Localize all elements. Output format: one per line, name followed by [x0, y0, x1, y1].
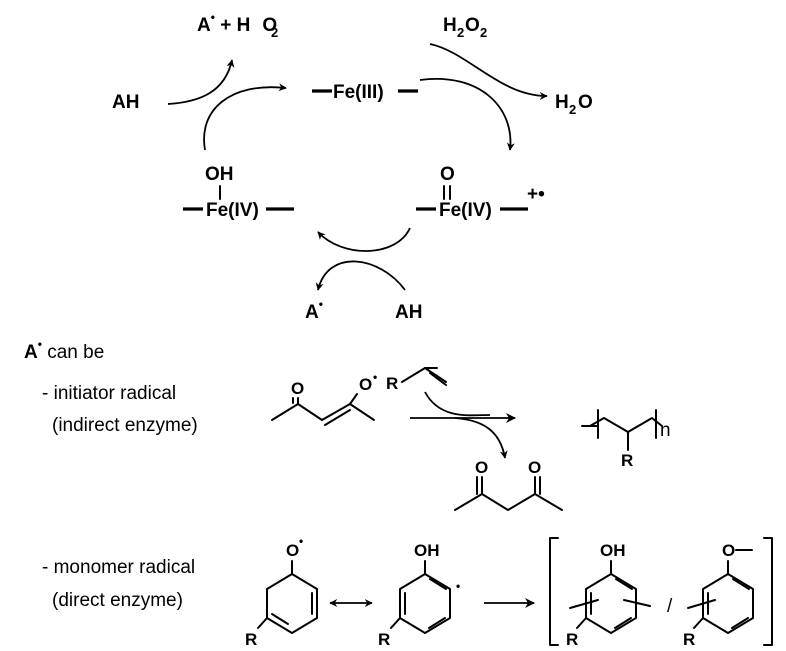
- bracket-right: [763, 537, 773, 646]
- svg-text:Fe(IV): Fe(IV): [439, 200, 492, 221]
- svg-text:O: O: [528, 458, 541, 477]
- monomer-subtitle: (direct enzyme): [52, 590, 183, 611]
- polymer-structure: R n: [581, 409, 671, 470]
- section-heading: A• can be: [24, 337, 104, 363]
- acetylacetone-structure: O O: [454, 458, 563, 511]
- phenylene-oxide-unit-structure: O R: [683, 541, 754, 649]
- svg-text:R: R: [566, 630, 578, 649]
- svg-text:O: O: [286, 541, 299, 560]
- substrate-ah-bottom: AH: [395, 302, 422, 323]
- svg-text:•: •: [299, 534, 303, 548]
- radical-cation-label: +•: [527, 184, 545, 205]
- svg-text:R: R: [683, 630, 695, 649]
- phenylene-unit-structure: OH R: [566, 541, 651, 649]
- svg-text:R: R: [386, 374, 398, 393]
- initiator-subtitle: (indirect enzyme): [52, 415, 198, 436]
- svg-text:2: 2: [569, 102, 576, 117]
- radical-dot: •: [211, 10, 215, 24]
- svg-text:Fe(IV): Fe(IV): [206, 200, 259, 221]
- svg-text:O: O: [465, 15, 480, 36]
- substrate-ah-left: AH: [112, 92, 139, 113]
- svg-text:H: H: [443, 15, 457, 36]
- svg-text:R: R: [245, 630, 257, 649]
- phenoxy-radical-structure: O • R: [245, 534, 318, 649]
- svg-text:2: 2: [480, 25, 487, 40]
- svg-text:O: O: [291, 379, 304, 398]
- svg-text:n: n: [660, 420, 671, 441]
- byproduct-curve: [454, 417, 508, 459]
- initiator-title: - initiator radical: [42, 383, 176, 404]
- bracket-left: [549, 537, 559, 646]
- svg-text:Fe(III): Fe(III): [333, 82, 384, 103]
- svg-text:R: R: [378, 630, 390, 649]
- monomer-section: - monomer radical (direct enzyme) O • R …: [42, 534, 773, 649]
- svg-text:R: R: [621, 451, 633, 470]
- water-product-right: H 2 O: [555, 92, 593, 117]
- svg-text:•: •: [373, 370, 377, 384]
- svg-text:O: O: [475, 458, 488, 477]
- compound-ii-hydroxo: OH Fe(IV): [183, 164, 294, 221]
- svg-text:O: O: [578, 92, 593, 113]
- svg-text:2: 2: [457, 25, 464, 40]
- svg-text:O: O: [359, 375, 372, 394]
- alternative-slash: /: [667, 596, 673, 617]
- cycle-arrows: [167, 43, 548, 291]
- water-subscript-top: 2: [271, 25, 278, 40]
- svg-text:O: O: [440, 164, 455, 185]
- svg-text:OH: OH: [414, 541, 440, 560]
- svg-text:H: H: [555, 92, 569, 113]
- vinyl-addition-curve: [424, 391, 491, 417]
- svg-text:OH: OH: [600, 541, 626, 560]
- svg-text:•: •: [456, 579, 460, 593]
- compound-i-oxo: O Fe(IV) +•: [416, 164, 545, 221]
- carbon-radical-structure: OH • R: [378, 541, 460, 649]
- svg-text:O: O: [722, 541, 735, 560]
- ferric-enzyme: Fe(III): [312, 82, 418, 103]
- svg-text:OH: OH: [205, 164, 234, 185]
- monomer-title: - monomer radical: [42, 557, 195, 578]
- acac-radical-structure: O O •: [271, 370, 377, 426]
- initiator-section: - initiator radical (indirect enzyme) O …: [42, 367, 671, 511]
- vinyl-monomer-structure: R: [386, 367, 447, 393]
- radical-product-bottom: A•: [305, 297, 323, 323]
- hydrogen-peroxide: H 2 O 2: [443, 15, 487, 40]
